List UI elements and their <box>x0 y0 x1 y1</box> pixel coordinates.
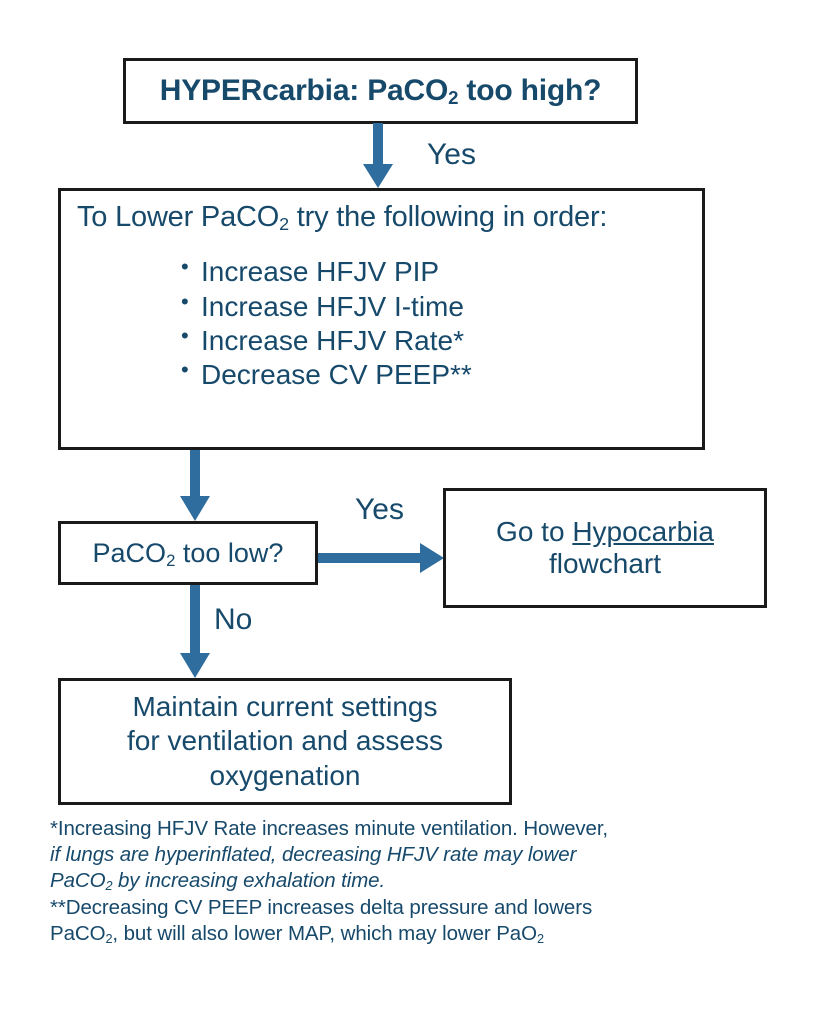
edge-label-yes-middle: Yes <box>355 493 404 526</box>
maintain-line-3: oxygenation <box>209 759 361 791</box>
node-hypercarbia-suffix: too high? <box>458 74 602 108</box>
list-item: Decrease CV PEEP** <box>181 357 702 392</box>
footnote-line-5-mid: , but will also lower MAP, which may low… <box>112 921 537 945</box>
list-item: Increase HFJV I-time <box>181 289 702 324</box>
list-item: Increase HFJV PIP <box>181 254 702 289</box>
maintain-line-2: for ventilation and assess <box>127 725 443 757</box>
hypocarbia-link[interactable]: Hypocarbia <box>572 515 714 547</box>
arrow-right-decision-to-hypocarbia <box>318 543 446 573</box>
node-hypercarbia-text: HYPERcarbia: PaCO2 too high? <box>159 74 602 109</box>
node-paco2-too-low: PaCO2 too low? <box>58 521 318 585</box>
hypocarbia-second-line: flowchart <box>548 548 662 579</box>
list-item: Increase HFJV Rate* <box>181 323 702 358</box>
footnote-line-5-subscript: 2 <box>105 930 113 946</box>
node-maintain-settings-text: Maintain current settings for ventilatio… <box>127 690 443 792</box>
decision-subscript: 2 <box>166 550 176 570</box>
heading-prefix: To Lower PaCO <box>77 201 280 233</box>
node-hypercarbia: HYPERcarbia: PaCO2 too high? <box>123 58 638 124</box>
hypocarbia-lead: Go to <box>496 515 573 547</box>
footnote-line-2: if lungs are hyperinflated, decreasing H… <box>50 843 577 867</box>
node-paco2-too-low-text: PaCO2 too low? <box>92 537 284 570</box>
footnote-line-5: PaCO2, but will also lower MAP, which ma… <box>50 921 790 947</box>
node-maintain-settings: Maintain current settings for ventilatio… <box>58 678 512 805</box>
footnote-line-1: *Increasing HFJV Rate increases minute v… <box>50 817 609 840</box>
footnote-line-3-prefix: PaCO <box>50 869 106 893</box>
heading-subscript: 2 <box>279 213 289 234</box>
footnote-line-3-subscript: 2 <box>105 878 113 894</box>
instruction-bullet-list: Increase HFJV PIP Increase HFJV I-time I… <box>77 254 702 392</box>
footnote-line-5-prefix: PaCO <box>50 921 106 945</box>
footnotes-block: *Increasing HFJV Rate increases minute v… <box>50 816 790 947</box>
edge-label-yes-top: Yes <box>427 138 476 171</box>
arrow-down-decision-to-maintain <box>179 585 211 680</box>
node-hypercarbia-subscript: 2 <box>448 87 459 109</box>
footnote-line-4: **Decreasing CV PEEP increases delta pre… <box>50 895 593 919</box>
footnote-line-3: PaCO2 by increasing exhalation time. <box>50 868 790 894</box>
node-lower-paco2: To Lower PaCO2 try the following in orde… <box>58 188 705 450</box>
decision-prefix: PaCO <box>92 537 167 568</box>
heading-suffix: try the following in order: <box>288 201 608 233</box>
node-hypercarbia-prefix: HYPERcarbia: PaCO <box>159 74 449 108</box>
arrow-down-instruction-to-decision <box>179 450 211 523</box>
edge-label-no: No <box>214 603 253 636</box>
maintain-line-1: Maintain current settings <box>132 691 438 723</box>
arrow-down-hypercarbia-to-instruction <box>362 123 394 190</box>
footnote-line-3-suffix: by increasing exhalation time. <box>112 869 386 893</box>
footnote-line-5-subscript-2: 2 <box>536 930 544 946</box>
node-lower-paco2-heading: To Lower PaCO2 try the following in orde… <box>77 201 702 234</box>
decision-suffix: too low? <box>175 537 284 568</box>
